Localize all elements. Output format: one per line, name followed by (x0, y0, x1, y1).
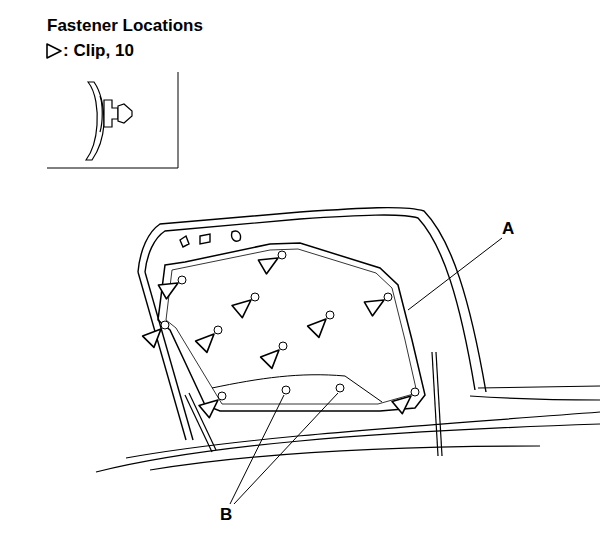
inset-frame (47, 72, 178, 168)
legend-text: : Clip, 10 (63, 42, 134, 61)
legend-triangle (47, 44, 61, 58)
leader-line (230, 238, 502, 504)
vehicle-body (96, 386, 600, 472)
clip-detail (86, 82, 132, 160)
callout-letter: B (220, 506, 232, 525)
callout-letter: A (502, 220, 514, 239)
diagram-title: Fastener Locations (47, 17, 203, 36)
clip-markers (143, 251, 419, 418)
hood-insulator (158, 243, 425, 411)
